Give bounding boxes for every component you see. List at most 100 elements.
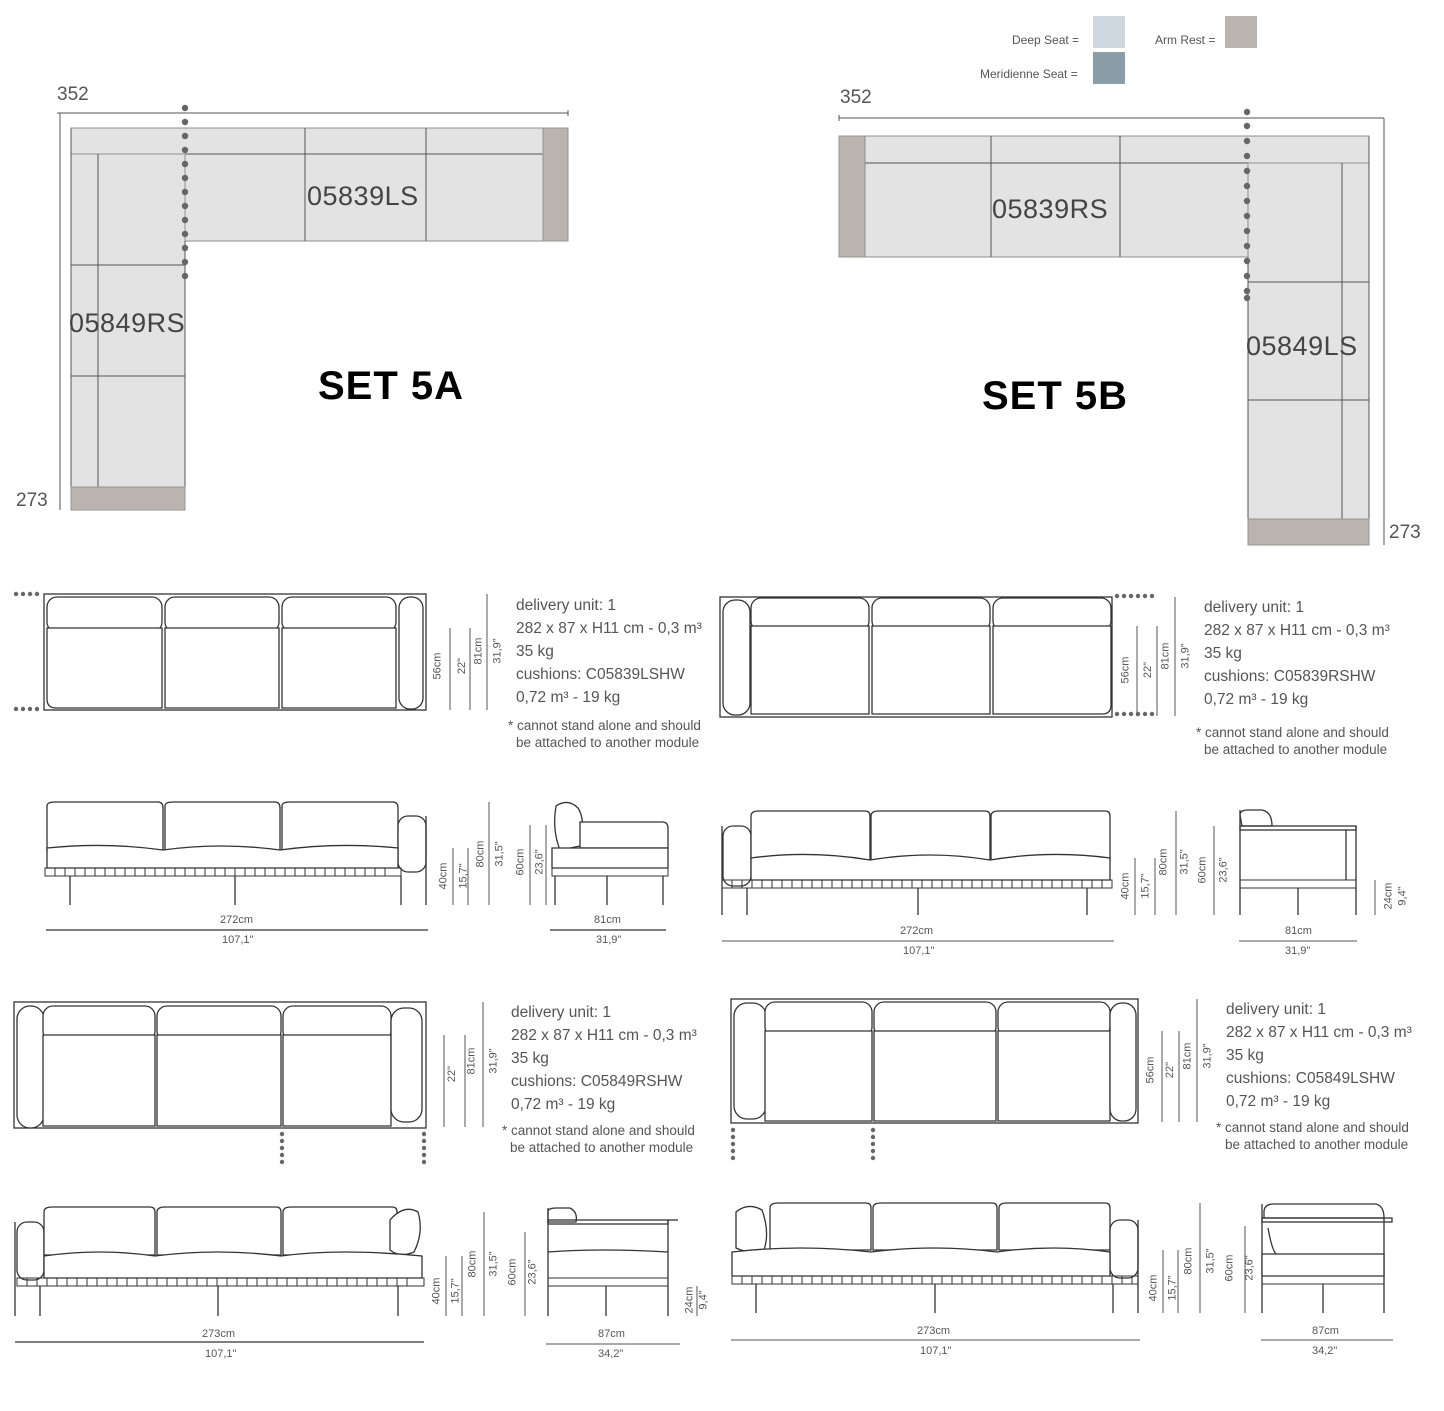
side-width-in-label: 31,9": [596, 934, 622, 946]
module-05839ls-side-view: [550, 801, 669, 931]
spec-note-line2: be attached to another module: [1225, 1137, 1409, 1152]
spec-05839rs: delivery unit: 1 282 x 87 x H11 cm - 0,3…: [1204, 596, 1390, 711]
dim-label: 22": [456, 657, 469, 675]
module-05849rs-side-view: [546, 1207, 698, 1345]
spec-05849ls: delivery unit: 1 282 x 87 x H11 cm - 0,3…: [1226, 998, 1412, 1113]
dim-label: 23,6": [526, 1259, 539, 1285]
spec-note-line2: be attached to another module: [516, 735, 700, 750]
dim-label: 15,7": [457, 863, 470, 889]
set-5b-joint-dots: [1243, 108, 1251, 302]
spec-delivery: delivery unit: 1: [511, 1004, 611, 1021]
dim-label: 31,5": [487, 1251, 500, 1277]
spec-weight: 35 kg: [511, 1050, 549, 1067]
set-5a-title: SET 5A: [318, 364, 465, 408]
set-5a-joint-dots: [181, 104, 189, 280]
dim-label: 56cm: [1144, 1056, 1157, 1084]
set-5b-module-short: 05849LS: [1246, 331, 1358, 361]
spec-05849rs: delivery unit: 1 282 x 87 x H11 cm - 0,3…: [511, 1001, 697, 1116]
front-width-in-label: 107,1": [920, 1345, 952, 1357]
front-width-label: 272cm: [220, 914, 254, 926]
dim-label: 24cm: [683, 1286, 696, 1314]
spec-weight: 35 kg: [516, 643, 554, 660]
side-width-in-label: 34,2": [598, 1348, 624, 1360]
legend-arm-rest-label: Arm Rest =: [1155, 33, 1216, 47]
spec-size: 282 x 87 x H11 cm - 0,3 m³: [511, 1027, 697, 1044]
dim-label: 23,6": [1217, 857, 1230, 883]
dim-label: 31,9": [491, 638, 504, 664]
dim-label: 40cm: [1119, 872, 1132, 900]
module-05839ls-top-view: [13, 591, 488, 712]
set-5b-width-label: 352: [840, 87, 872, 108]
dim-label: 31,9": [487, 1048, 500, 1074]
module-05849rs-top-view: [13, 1001, 484, 1165]
set-5b-title: SET 5B: [982, 374, 1129, 418]
module-05849ls-front-view: [731, 1202, 1246, 1341]
set-5a-module-short: 05849RS: [69, 308, 186, 338]
dim-label: 80cm: [474, 840, 487, 868]
set-5b-module-long: 05839RS: [992, 194, 1109, 224]
module-05839rs-side-view: [1239, 809, 1376, 942]
set-5a-depth-label: 273: [16, 490, 48, 511]
spec-note-line1: * cannot stand alone and should: [1216, 1120, 1409, 1135]
spec-cushions: cushions: C05839RSHW: [1204, 668, 1376, 685]
side-width-in-label: 34,2": [1312, 1345, 1338, 1357]
dim-label: 80cm: [466, 1250, 479, 1278]
spec-note-line2: be attached to another module: [510, 1140, 694, 1155]
spec-cushions: cushions: C05849RSHW: [511, 1073, 683, 1090]
dim-label: 23,6": [533, 849, 546, 875]
spec-cushion-volume: 0,72 m³ - 19 kg: [516, 689, 621, 706]
dim-label: 31,5": [1178, 849, 1191, 875]
spec-delivery: delivery unit: 1: [516, 597, 616, 614]
dim-label: 60cm: [1196, 856, 1209, 884]
dim-label: 31,9": [1201, 1043, 1214, 1069]
front-width-label: 272cm: [900, 925, 934, 937]
spec-note-line1: * cannot stand alone and should: [508, 718, 701, 733]
module-05849ls-side-view: [1261, 1203, 1393, 1341]
spec-cushions: cushions: C05849LSHW: [1226, 1070, 1395, 1087]
front-width-label: 273cm: [202, 1328, 236, 1340]
spec-cushions: cushions: C05839LSHW: [516, 666, 685, 683]
dim-label: 60cm: [1223, 1254, 1236, 1282]
dim-label: 40cm: [1147, 1274, 1160, 1302]
spec-size: 282 x 87 x H11 cm - 0,3 m³: [1226, 1024, 1412, 1041]
dim-label: 9,4": [1396, 886, 1409, 906]
spec-size: 282 x 87 x H11 cm - 0,3 m³: [1204, 622, 1390, 639]
dim-label: 22": [1142, 661, 1155, 679]
module-05839ls-front-view: [44, 801, 547, 931]
dim-label: 24cm: [1382, 882, 1395, 910]
legend-arm-rest-swatch: [1225, 16, 1257, 48]
front-width-label: 273cm: [917, 1325, 951, 1337]
module-05839rs-top-view: [719, 593, 1176, 718]
spec-cushion-volume: 0,72 m³ - 19 kg: [511, 1096, 616, 1113]
dim-label: 60cm: [514, 848, 527, 876]
dim-label: 81cm: [472, 637, 485, 665]
side-width-in-label: 31,9": [1285, 945, 1311, 957]
legend-deep-seat-swatch: [1093, 16, 1125, 48]
dim-label: 40cm: [430, 1277, 443, 1305]
dim-label: 56cm: [1119, 656, 1132, 684]
module-05839rs-front-view: [721, 810, 1215, 942]
set-5b-plan: [838, 108, 1385, 546]
spec-cushion-volume: 0,72 m³ - 19 kg: [1204, 691, 1309, 708]
dim-label: 15,7": [1166, 1275, 1179, 1301]
front-width-in-label: 107,1": [205, 1348, 237, 1360]
dim-label: 60cm: [506, 1258, 519, 1286]
dim-label: 15,7": [1139, 873, 1152, 899]
dim-label: 81cm: [1181, 1042, 1194, 1070]
dim-label: 40cm: [437, 862, 450, 890]
module-05849ls-top-view: [730, 998, 1198, 1161]
dim-label: 80cm: [1157, 848, 1170, 876]
dim-label: 22": [446, 1065, 459, 1083]
dim-label: 31,5": [1204, 1248, 1217, 1274]
dim-label: 31,9": [1179, 643, 1192, 669]
dim-label: 31,5": [493, 841, 506, 867]
legend-meridienne-seat-swatch: [1093, 52, 1125, 84]
spec-weight: 35 kg: [1226, 1047, 1264, 1064]
set-5a-plan: [57, 104, 569, 511]
dim-label: 81cm: [1159, 642, 1172, 670]
set-5b-depth-label: 273: [1389, 522, 1421, 543]
spec-delivery: delivery unit: 1: [1226, 1001, 1326, 1018]
spec-note-line1: * cannot stand alone and should: [502, 1123, 695, 1138]
dim-label: 15,7": [449, 1278, 462, 1304]
dim-label: 56cm: [431, 652, 444, 680]
